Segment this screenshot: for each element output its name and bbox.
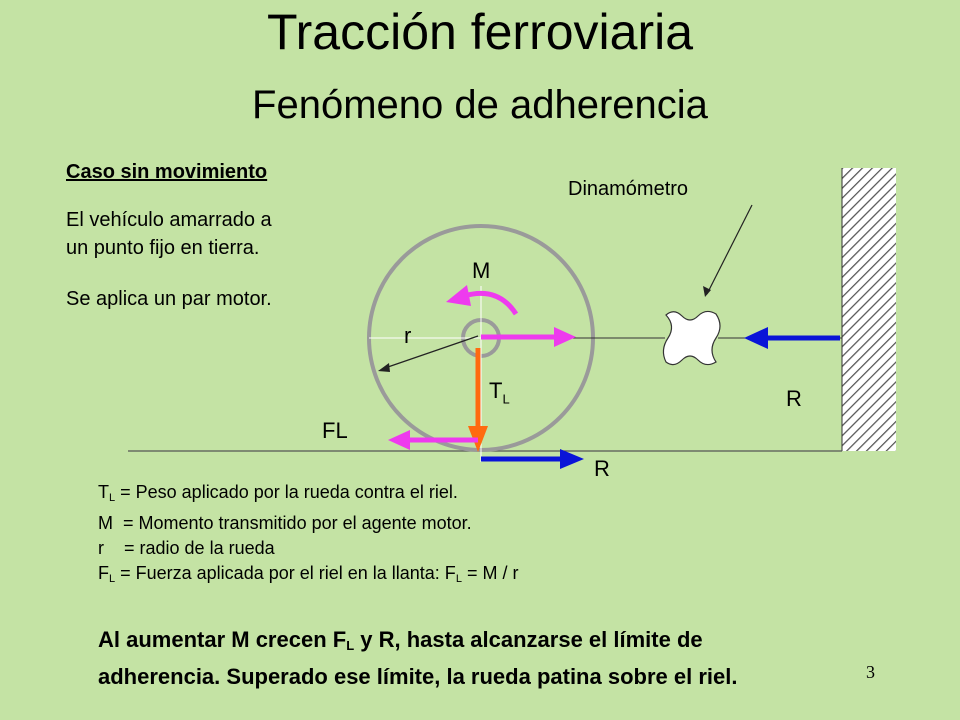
def-text: = Momento transmitido por el agente moto… xyxy=(113,513,472,533)
definition-radius: r = radio de la rueda xyxy=(98,536,518,561)
def-symbol: M xyxy=(98,513,113,533)
dynamometer-label: Dinamómetro xyxy=(568,178,689,200)
wall-reaction-arrowhead xyxy=(744,327,768,349)
radius-arrowhead xyxy=(378,363,390,372)
radius-label: r xyxy=(404,323,412,348)
definition-moment: M = Momento transmitido por el agente mo… xyxy=(98,511,518,536)
moment-arrowhead xyxy=(446,285,471,306)
def-text: = Fuerza aplicada por el riel en la llan… xyxy=(115,563,456,583)
def-formula-sub: L xyxy=(455,573,462,585)
definition-friction: FL = Fuerza aplicada por el riel en la l… xyxy=(98,561,518,592)
axle-force-arrowhead xyxy=(554,327,576,347)
page-number: 3 xyxy=(866,662,875,682)
friction-label: FL xyxy=(322,418,348,443)
conclusion-text: Al aumentar M crecen FL y R, hasta alcan… xyxy=(98,624,828,692)
def-text: = radio de la rueda xyxy=(104,538,275,558)
def-symbol: r xyxy=(98,538,104,558)
dynamometer xyxy=(662,310,721,366)
fixed-wall xyxy=(842,168,896,451)
case-description-line-3: Se aplica un par motor. xyxy=(66,288,272,310)
case-description-line-2: un punto fijo en tierra. xyxy=(66,237,260,259)
def-symbol-sub: L xyxy=(109,492,116,504)
dynamometer-leader-arrowhead xyxy=(703,286,711,297)
definition-weight: TL = Peso aplicado por la rueda contra e… xyxy=(98,480,518,511)
moment-label: M xyxy=(472,258,491,283)
wall-reaction-label: R xyxy=(786,386,802,411)
def-text: = Peso aplicado por la rueda contra el r… xyxy=(115,482,458,502)
def-symbol: T xyxy=(98,482,109,502)
def-symbol: F xyxy=(98,563,109,583)
weight-label: TL xyxy=(489,378,510,412)
def-formula-text: = M / r xyxy=(461,563,519,583)
radius-line xyxy=(384,335,479,369)
definitions-list: TL = Peso aplicado por la rueda contra e… xyxy=(98,480,518,592)
page-subtitle: Fenómeno de adherencia xyxy=(0,80,960,130)
moment-arrow xyxy=(463,290,519,316)
conclusion-sub: L xyxy=(346,638,355,653)
case-heading: Caso sin movimiento xyxy=(66,161,268,183)
subtitle-text: Fenómeno de adherencia xyxy=(252,83,708,127)
dynamometer-leader-line xyxy=(706,204,753,295)
case-description-line-1: El vehículo amarrado a xyxy=(66,209,272,231)
conclusion-part-2: y R, hasta alcanzarse el límite de adher… xyxy=(98,627,738,689)
weight-label-sub: L xyxy=(502,391,510,407)
page-title: Tracción ferroviaria xyxy=(266,4,694,60)
conclusion-part-1: Al aumentar M crecen F xyxy=(98,627,347,652)
rail-reaction-label: R xyxy=(594,456,610,481)
weight-label-main: T xyxy=(489,378,503,403)
friction-force-arrowhead xyxy=(388,430,410,450)
rail-reaction-arrowhead xyxy=(560,449,584,469)
def-symbol-sub: L xyxy=(109,573,116,585)
